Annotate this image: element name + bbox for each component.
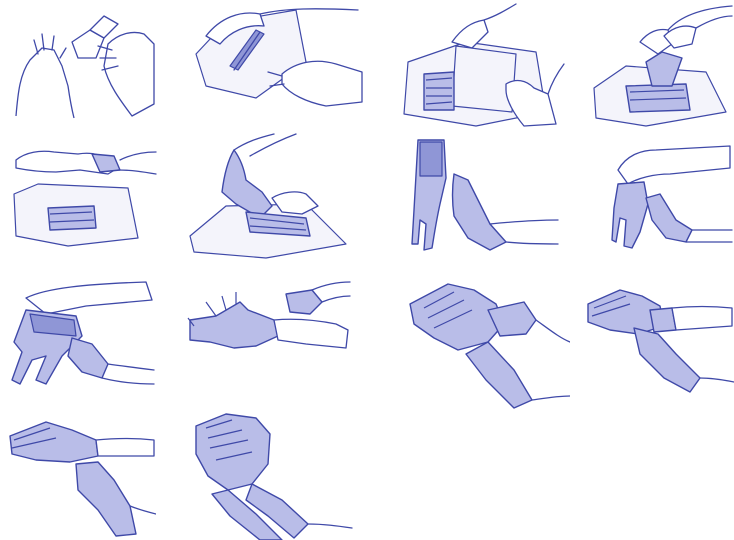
step-11-adjust-fingers-panel	[404, 280, 570, 412]
take-second-glove-illustration	[406, 132, 560, 262]
adjust-fingers-illustration	[404, 280, 570, 412]
hands-clasped-illustration	[186, 404, 354, 540]
adjust-cuff-illustration	[580, 282, 734, 396]
insert-second-hand-illustration	[6, 280, 156, 390]
step-5-insert-hand-panel	[8, 138, 158, 248]
step-8-slide-under-cuff-panel	[610, 138, 734, 262]
step-14-hands-clasped-panel	[186, 404, 354, 540]
step-9-insert-second-hand-panel	[6, 280, 156, 390]
step-4-pick-glove-panel	[586, 2, 734, 130]
step-3-unfold-wrapper-panel	[396, 2, 566, 130]
hand-rub-illustration	[8, 4, 158, 120]
step-12-adjust-cuff-panel	[580, 282, 734, 396]
pick-glove-illustration	[586, 2, 734, 130]
step-2-open-pack-panel	[186, 2, 366, 120]
open-pack-illustration	[186, 2, 366, 120]
step-13-check-fit-panel	[6, 410, 156, 538]
step-10-unroll-cuff-panel	[186, 280, 352, 384]
unroll-cuff-illustration	[186, 280, 352, 384]
step-1-hand-rub-panel	[8, 4, 158, 120]
slide-under-cuff-illustration	[610, 138, 734, 262]
check-fit-illustration	[6, 410, 156, 538]
step-6-pull-glove-panel	[186, 132, 352, 262]
step-7-take-second-glove-panel	[406, 132, 560, 262]
insert-hand-illustration	[8, 138, 158, 248]
pull-glove-illustration	[186, 132, 352, 262]
unfold-wrapper-illustration	[396, 2, 566, 130]
